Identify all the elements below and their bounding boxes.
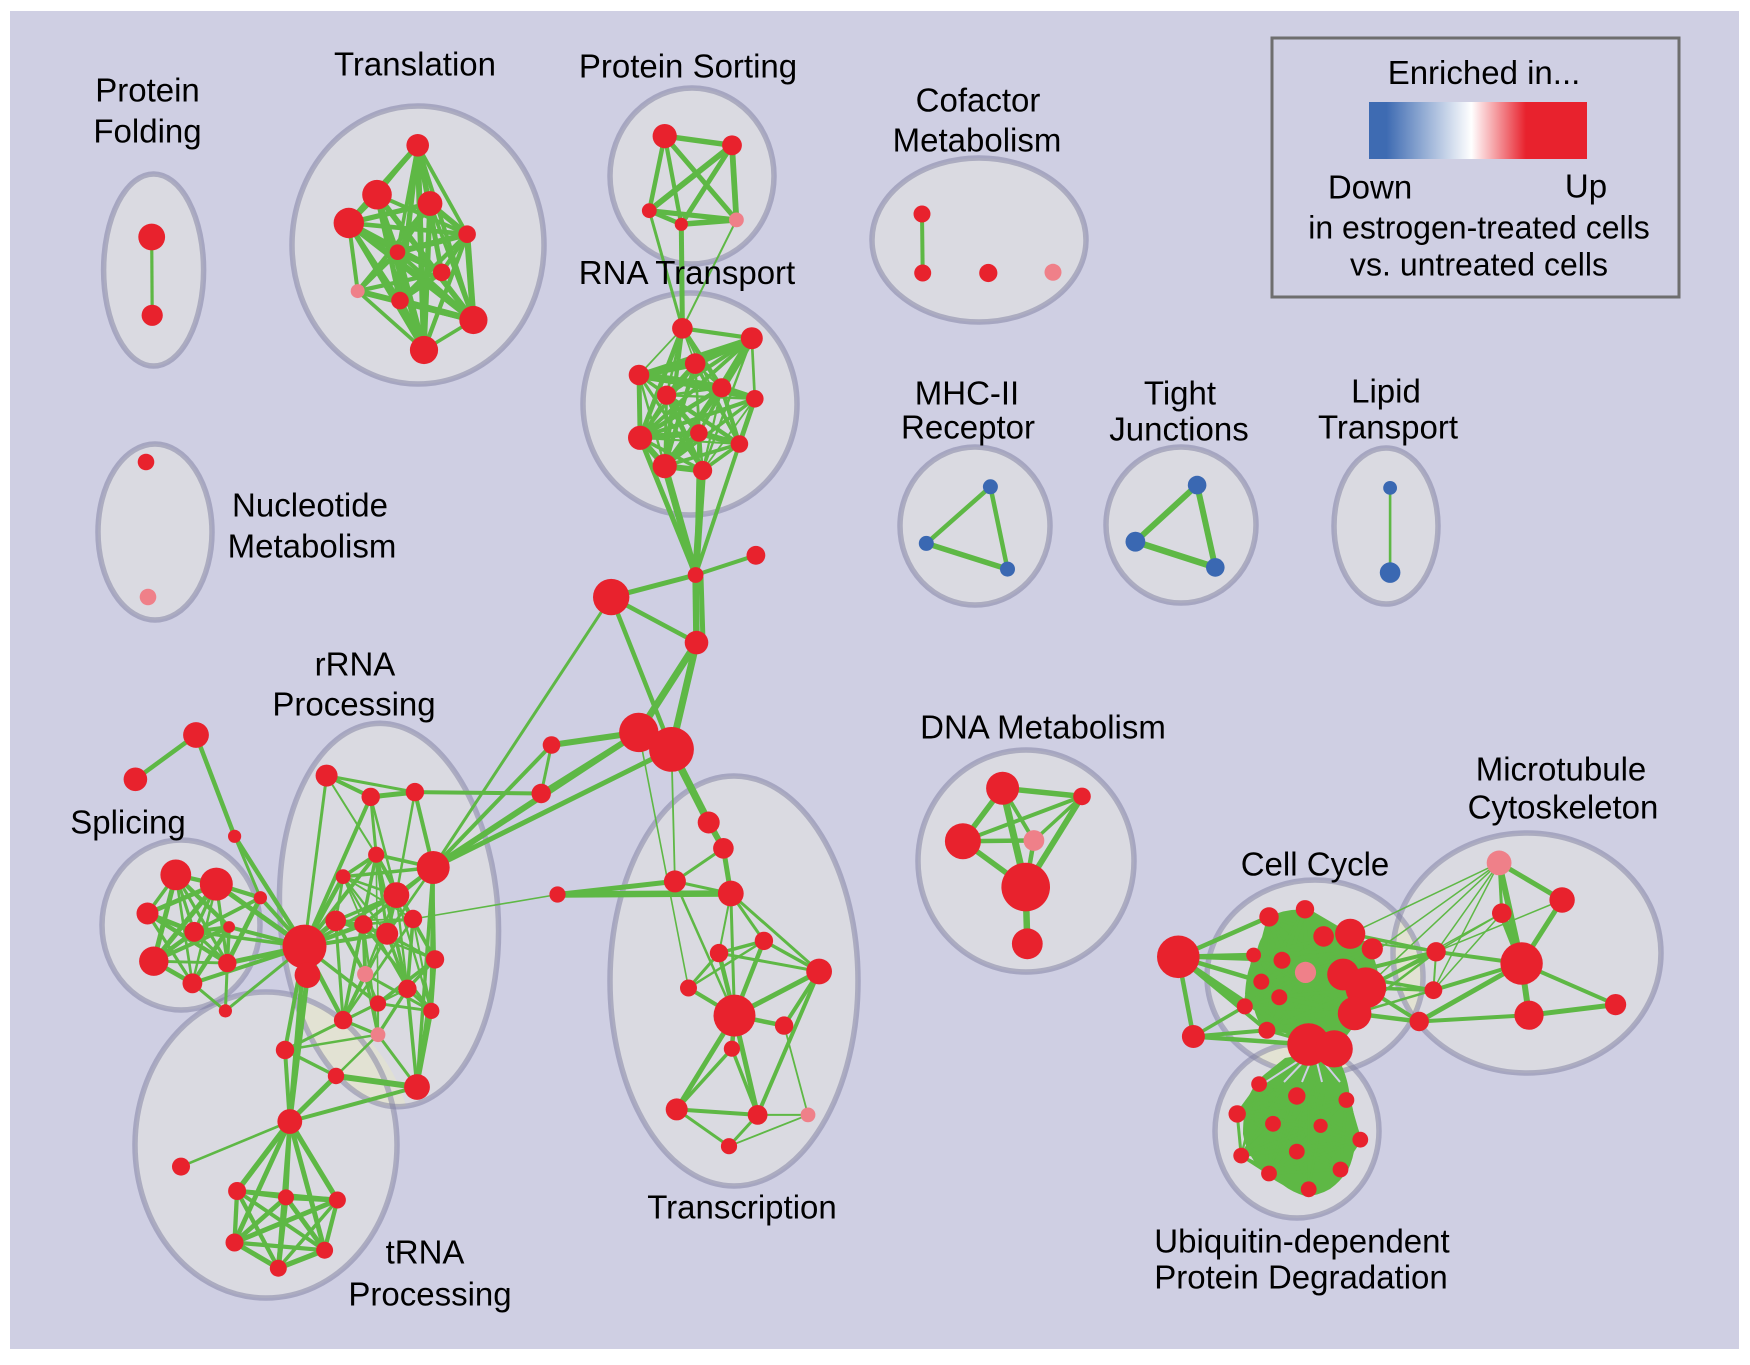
svg-text:Transport: Transport [1318, 409, 1458, 446]
svg-text:Microtubule: Microtubule [1476, 751, 1647, 788]
svg-text:Nucleotide: Nucleotide [232, 487, 388, 524]
svg-text:Cell Cycle: Cell Cycle [1241, 846, 1390, 883]
svg-text:Transcription: Transcription [647, 1189, 837, 1226]
svg-text:Cytoskeleton: Cytoskeleton [1468, 789, 1659, 826]
svg-text:Lipid: Lipid [1351, 373, 1421, 410]
svg-text:in estrogen-treated cells: in estrogen-treated cells [1308, 210, 1650, 246]
svg-text:Metabolism: Metabolism [228, 528, 397, 565]
svg-text:Junctions: Junctions [1109, 411, 1248, 448]
svg-text:Protein: Protein [95, 72, 200, 109]
svg-text:Enriched in...: Enriched in... [1388, 54, 1581, 91]
svg-text:MHC-II: MHC-II [915, 375, 1019, 412]
svg-text:Processing: Processing [348, 1276, 511, 1313]
svg-text:Translation: Translation [334, 46, 496, 83]
svg-text:Receptor: Receptor [901, 409, 1035, 446]
svg-text:Folding: Folding [93, 113, 201, 150]
svg-text:Down: Down [1328, 169, 1412, 206]
svg-text:Processing: Processing [272, 686, 435, 723]
svg-text:Up: Up [1565, 168, 1607, 205]
svg-text:vs. untreated cells: vs. untreated cells [1350, 247, 1608, 283]
svg-text:tRNA: tRNA [386, 1234, 465, 1271]
svg-text:DNA Metabolism: DNA Metabolism [920, 709, 1166, 746]
svg-text:rRNA: rRNA [315, 646, 396, 683]
svg-text:Protein Sorting: Protein Sorting [579, 48, 797, 85]
svg-text:Ubiquitin-dependent: Ubiquitin-dependent [1154, 1223, 1449, 1260]
svg-text:Protein Degradation: Protein Degradation [1154, 1259, 1448, 1296]
svg-text:Cofactor: Cofactor [916, 82, 1041, 119]
svg-text:Metabolism: Metabolism [893, 122, 1062, 159]
svg-text:Tight: Tight [1144, 375, 1216, 412]
svg-text:RNA Transport: RNA Transport [579, 254, 795, 291]
svg-text:Splicing: Splicing [70, 804, 186, 841]
